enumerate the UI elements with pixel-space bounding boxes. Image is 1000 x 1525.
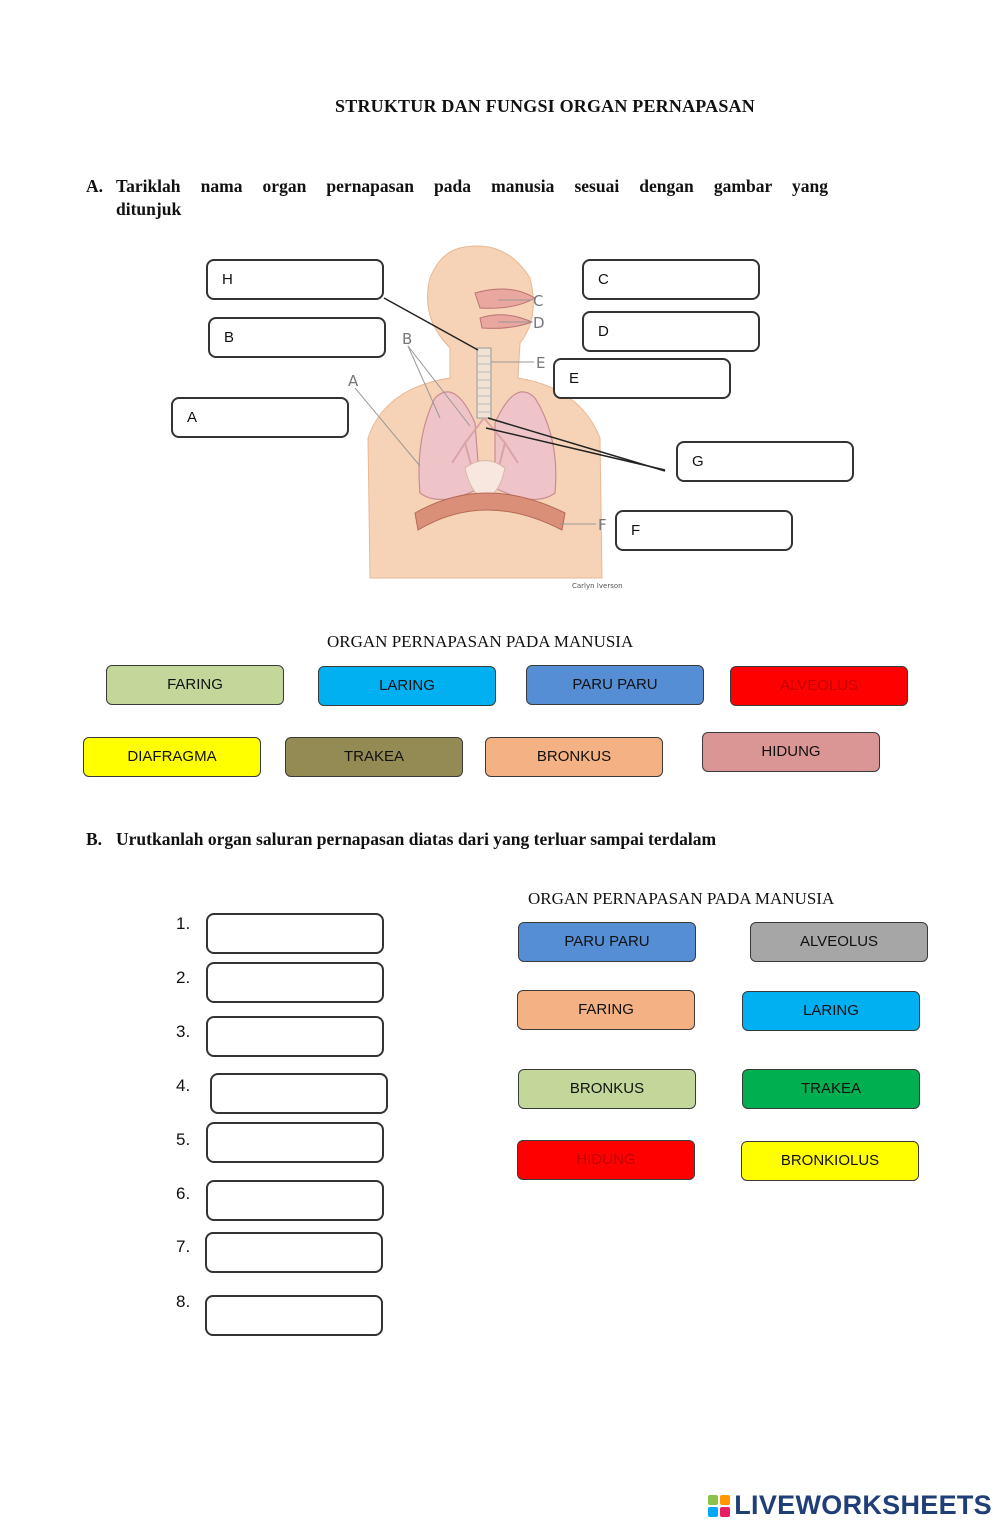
order-answer-8[interactable]	[205, 1295, 383, 1336]
order-number-6: 6.	[176, 1184, 191, 1203]
liveworksheets-logo-icon	[708, 1494, 731, 1517]
order-answer-7[interactable]	[205, 1232, 383, 1273]
answer-box-g[interactable]: G	[676, 441, 854, 482]
bank-a-chip-alveolus[interactable]: ALVEOLUS	[730, 666, 908, 706]
question-b-number: B.	[86, 829, 103, 849]
bank-a-chip-trakea[interactable]: TRAKEA	[285, 737, 463, 777]
answer-box-h[interactable]: H	[206, 259, 384, 300]
order-number-3: 3.	[176, 1022, 191, 1041]
diagram-credit: Carlyn Iverson	[572, 582, 623, 590]
order-answer-5[interactable]	[206, 1122, 384, 1163]
bank-b-chip-hidung[interactable]: HIDUNG	[517, 1140, 695, 1180]
answer-box-d[interactable]: D	[582, 311, 760, 352]
page-title: STRUKTUR DAN FUNGSI ORGAN PERNAPASAN	[335, 96, 755, 116]
answer-box-e[interactable]: E	[553, 358, 731, 399]
order-answer-4[interactable]	[210, 1073, 388, 1114]
bank-a-chip-diafragma[interactable]: DIAFRAGMA	[83, 737, 261, 777]
order-number-7: 7.	[176, 1237, 191, 1256]
diagram-label-b: B	[402, 330, 412, 348]
question-a-text-line2: ditunjuk	[116, 199, 182, 219]
diagram-label-e: E	[536, 354, 545, 372]
respiratory-diagram: C D B E A F Carlyn Iverson	[348, 245, 623, 590]
order-number-8: 8.	[176, 1292, 191, 1311]
liveworksheets-brand: LIVEWORKSHEETS	[734, 1490, 992, 1520]
liveworksheets-logo: LIVEWORKSHEETS	[708, 1490, 992, 1521]
bank-b-chip-alveolus[interactable]: ALVEOLUS	[750, 922, 928, 962]
diagram-label-c: C	[533, 292, 543, 310]
bank-a-chip-bronkus[interactable]: BRONKUS	[485, 737, 663, 777]
order-answer-2[interactable]	[206, 962, 384, 1003]
question-a-text-line1: Tariklah nama organ pernapasan pada manu…	[116, 176, 828, 196]
question-b-text: Urutkanlah organ saluran pernapasan diat…	[116, 829, 717, 849]
pointer-lines	[383, 297, 666, 472]
answer-box-a[interactable]: A	[171, 397, 349, 438]
bank-b-chip-faring[interactable]: FARING	[517, 990, 695, 1030]
order-number-5: 5.	[176, 1130, 191, 1149]
diaphragm	[414, 492, 566, 531]
diagram-label-a: A	[348, 372, 359, 390]
bank-b-chip-bronkiolus[interactable]: BRONKIOLUS	[741, 1141, 919, 1181]
order-answer-3[interactable]	[206, 1016, 384, 1057]
bank-a-chip-laring[interactable]: LARING	[318, 666, 496, 706]
answer-box-b[interactable]: B	[208, 317, 386, 358]
diagram-label-d: D	[533, 314, 545, 332]
answer-box-f[interactable]: F	[615, 510, 793, 551]
order-number-4: 4.	[176, 1076, 191, 1095]
order-answer-1[interactable]	[206, 913, 384, 954]
bank-a-chip-paru-paru[interactable]: PARU PARU	[526, 665, 704, 705]
order-number-1: 1.	[176, 914, 191, 933]
question-a-number: A.	[86, 176, 104, 196]
bank-a-title: ORGAN PERNAPASAN PADA MANUSIA	[327, 632, 634, 651]
order-number-2: 2.	[176, 968, 191, 987]
bank-a-chip-hidung[interactable]: HIDUNG	[702, 732, 880, 772]
bank-b-chip-trakea[interactable]: TRAKEA	[742, 1069, 920, 1109]
bank-b-chip-laring[interactable]: LARING	[742, 991, 920, 1031]
order-answer-6[interactable]	[206, 1180, 384, 1221]
diagram-label-f: F	[598, 516, 607, 534]
bank-b-chip-paru-paru[interactable]: PARU PARU	[518, 922, 696, 962]
bank-b-title: ORGAN PERNAPASAN PADA MANUSIA	[528, 889, 835, 908]
bank-a-chip-faring[interactable]: FARING	[106, 665, 284, 705]
bank-b-chip-bronkus[interactable]: BRONKUS	[518, 1069, 696, 1109]
answer-box-c[interactable]: C	[582, 259, 760, 300]
